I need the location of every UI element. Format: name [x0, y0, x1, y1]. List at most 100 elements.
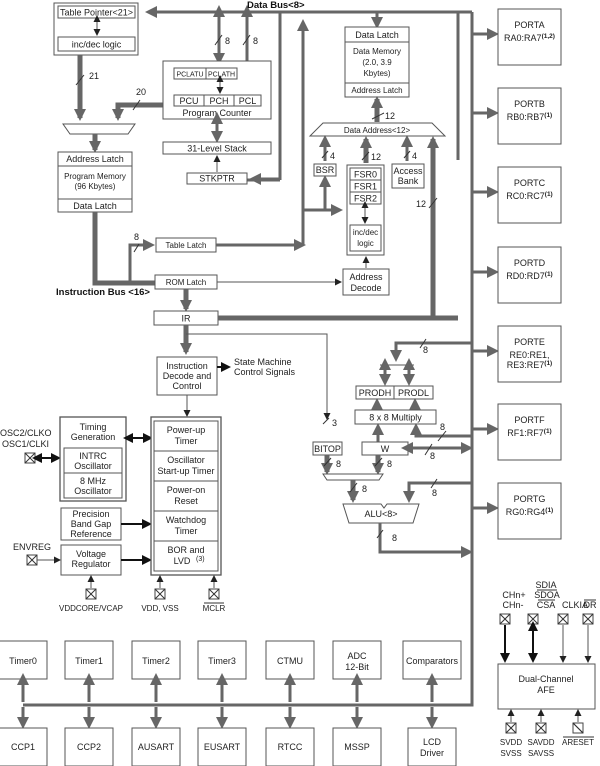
afe-sav-pin [535, 722, 547, 734]
afe-sv-pin [505, 722, 517, 734]
svg-text:12: 12 [371, 152, 381, 162]
instruction-bus-label: Instruction Bus <16> [56, 287, 150, 298]
port-name: PORTA [514, 20, 544, 30]
width-label: 8 [225, 36, 230, 46]
svg-text:Regulator: Regulator [71, 559, 110, 569]
svg-text:(96 Kbytes): (96 Kbytes) [75, 182, 116, 191]
peripheral-label: Driver [420, 748, 444, 758]
port-pins: RB0:RB7(1) [507, 112, 552, 122]
envreg-pin [26, 554, 38, 566]
svg-text:Address Latch: Address Latch [351, 86, 402, 95]
svg-text:8: 8 [423, 345, 428, 355]
port-portb: PORTB RB0:RB7(1) [472, 87, 562, 145]
svg-text:8: 8 [432, 488, 437, 498]
svg-text:CLKIA: CLKIA [562, 600, 588, 610]
svg-text:BOR and: BOR and [167, 545, 204, 555]
alu-input-mux [322, 473, 384, 481]
svg-text:Program Counter: Program Counter [182, 108, 251, 118]
port-pins: RF1:RF7(1) [507, 428, 551, 438]
svg-text:Start-up Timer: Start-up Timer [157, 466, 214, 476]
8mhz-oscillator [63, 472, 123, 499]
peripheral-label: MSSP [344, 742, 370, 752]
port-pins: RE3:RE7(1) [507, 360, 552, 370]
svg-text:Band Gap: Band Gap [71, 519, 112, 529]
program-memory [57, 151, 133, 213]
peripheral-label: CTMU [277, 656, 303, 666]
svg-text:SAVSS: SAVSS [528, 749, 554, 758]
svg-text:Access: Access [393, 166, 423, 176]
svg-text:8: 8 [362, 484, 367, 494]
peripheral-box [64, 640, 114, 680]
svg-text:MCLR: MCLR [203, 604, 226, 613]
svg-text:SVSS: SVSS [500, 749, 521, 758]
peripheral-box [131, 640, 181, 680]
svg-text:DR: DR [584, 600, 597, 610]
peripheral-label: 12-Bit [345, 662, 369, 672]
vdd-vss-pin [154, 588, 166, 600]
svg-text:8 x 8 Multiply: 8 x 8 Multiply [369, 413, 422, 423]
svg-text:ROM Latch: ROM Latch [166, 278, 206, 287]
svg-text:Oscillator: Oscillator [74, 461, 112, 471]
svg-text:ENVREG: ENVREG [13, 542, 51, 552]
svg-text:IR: IR [182, 314, 192, 324]
peripheral-ausart: AUSART [131, 707, 181, 766]
svg-text:W: W [381, 444, 390, 454]
peripheral-timer2: Timer2 [131, 640, 181, 702]
peripheral-timer0: Timer0 [0, 640, 48, 702]
svg-text:Data Latch: Data Latch [73, 201, 117, 211]
port-box [497, 246, 562, 304]
peripheral-box [265, 640, 315, 680]
svg-text:VDDCORE/VCAP: VDDCORE/VCAP [59, 604, 123, 613]
bor-lvd [153, 540, 219, 572]
svg-text:Data Address<12>: Data Address<12> [344, 126, 411, 135]
osc-pin [24, 452, 36, 464]
svg-text:CHn-: CHn- [502, 600, 523, 610]
svg-text:Precision: Precision [72, 509, 109, 519]
port-name: PORTF [514, 415, 545, 425]
peripheral-box [0, 727, 48, 766]
svg-text:PCU: PCU [179, 96, 198, 106]
afe-spi-pin [527, 613, 539, 625]
svg-text:ALU<8>: ALU<8> [364, 509, 397, 519]
width-label: 8 [253, 36, 258, 46]
port-pins: RG0:RG4(1) [506, 507, 553, 517]
svg-text:Table Latch: Table Latch [166, 241, 207, 250]
instruction-decode-control [156, 356, 218, 396]
power-up-timer [153, 420, 219, 452]
oscillator-startup-timer [153, 450, 219, 482]
svg-text:AFE: AFE [537, 685, 555, 695]
svg-text:12: 12 [416, 199, 426, 209]
svg-text:PCL: PCL [239, 96, 257, 106]
svg-text:OSC2/CLKO: OSC2/CLKO [0, 428, 52, 438]
multiplier [354, 409, 437, 425]
svg-text:BSR: BSR [316, 165, 335, 175]
svg-text:(3): (3) [196, 556, 205, 563]
port-name: PORTB [514, 99, 545, 109]
peripheral-label: Comparators [406, 656, 459, 666]
peripheral-bus [23, 575, 474, 707]
peripheral-mssp: MSSP [332, 707, 382, 766]
port-name: PORTE [514, 337, 545, 347]
svg-text:Data Latch: Data Latch [355, 30, 399, 40]
svg-text:Timer: Timer [175, 436, 198, 446]
afe-ch-pin [499, 613, 511, 625]
svg-text:Oscillator: Oscillator [74, 486, 112, 496]
peripheral-rtcc: RTCC [265, 707, 315, 766]
instruction-bus [92, 212, 155, 286]
data-bus-label: Data Bus<8> [247, 0, 305, 11]
port-name: PORTG [514, 494, 546, 504]
intrc-oscillator [63, 447, 123, 474]
peripheral-label: RTCC [278, 742, 303, 752]
svg-text:Reference: Reference [70, 529, 112, 539]
svg-text:Table Pointer<21>: Table Pointer<21> [60, 8, 133, 18]
port-box [497, 8, 562, 66]
peripheral-comparators: Comparators [402, 640, 462, 702]
peripheral-box [332, 727, 382, 766]
peripheral-box [402, 640, 462, 680]
port-box [497, 87, 562, 145]
peripheral-box [64, 727, 114, 766]
peripheral-label: Timer0 [9, 656, 37, 666]
